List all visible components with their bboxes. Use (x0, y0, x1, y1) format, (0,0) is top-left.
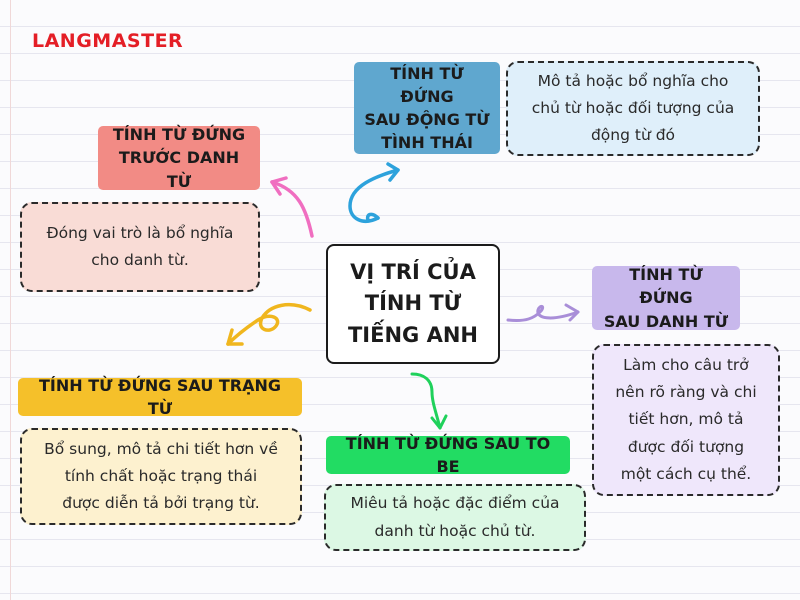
langmaster-logo: LANGMASTER (32, 30, 184, 52)
after-tobe-desc: Miêu tả hoặc đặc điểm của danh từ hoặc c… (324, 484, 586, 551)
central-topic: VỊ TRÍ CỦA TÍNH TỪ TIẾNG ANH (326, 244, 500, 364)
after-noun-title: TÍNH TỪ ĐỨNG SAU DANH TỪ (592, 265, 740, 331)
green-arrow (410, 372, 448, 430)
after-modal-verb-desc: Mô tả hoặc bổ nghĩa cho chủ từ hoặc đối … (506, 61, 760, 156)
after-noun-desc: Làm cho câu trở nên rõ ràng và chi tiết … (592, 344, 780, 496)
after-modal-verb-title: TÍNH TỪ ĐỨNG SAU ĐỘNG TỪ TÌNH THÁI (354, 62, 500, 154)
after-adverb-desc: Bổ sung, mô tả chi tiết hơn về tính chất… (20, 428, 302, 525)
purple-arrow (506, 303, 580, 322)
before-noun-desc: Đóng vai trò là bổ nghĩa cho danh từ. (20, 202, 260, 292)
after-adverb-title: TÍNH TỪ ĐỨNG SAU TRẠNG TỪ (18, 376, 302, 418)
before-noun-title: TÍNH TỪ ĐỨNG TRƯỚC DANH TỪ (98, 125, 260, 191)
pink-arrow (270, 176, 314, 238)
after-tobe-title: TÍNH TỪ ĐỨNG SAU TO BE (326, 434, 570, 476)
central-topic-text: VỊ TRÍ CỦA TÍNH TỪ TIẾNG ANH (347, 259, 478, 347)
yellow-arrow (226, 302, 312, 346)
blue-arrow (348, 162, 400, 223)
